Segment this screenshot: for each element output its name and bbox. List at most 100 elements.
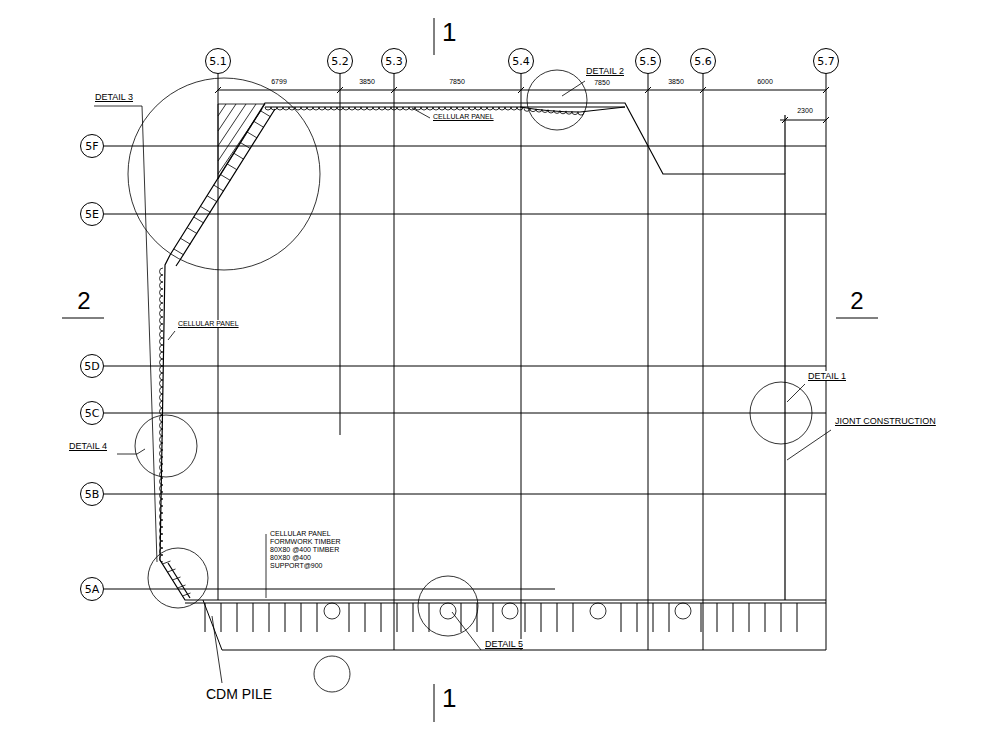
section-mark-label: 1 (441, 18, 457, 48)
section-mark (434, 18, 435, 55)
cellular-panel-symbol (160, 268, 164, 562)
panel-tick (207, 196, 217, 202)
cdm-pile (781, 603, 782, 632)
detail-circle (750, 382, 812, 444)
grid-bubble: 5E (80, 202, 104, 226)
grid-label: 5B (85, 489, 100, 500)
wall-line (170, 103, 785, 600)
cdm-pile (413, 603, 414, 632)
grid-line (104, 589, 555, 590)
grid-line (826, 73, 827, 650)
cdm-pile (541, 603, 542, 632)
wall-line (185, 602, 826, 603)
cdm-pile (221, 603, 222, 632)
dimension-ticks (215, 87, 829, 93)
cdm-pile (675, 603, 691, 619)
grid-label: 5D (84, 361, 99, 372)
grid-line (104, 214, 826, 215)
cdm-pile (749, 603, 750, 632)
boundary-line (222, 650, 826, 651)
leader-line (787, 384, 805, 402)
panel-tick (178, 585, 186, 588)
grid-label: 5A (85, 584, 100, 595)
grid-line (394, 73, 395, 650)
grid-line (104, 366, 826, 367)
grid-bubble: 5B (80, 482, 104, 506)
panel-tick (194, 217, 204, 223)
panel-tick (240, 143, 250, 149)
cdm-pile (237, 603, 238, 632)
grid-bubble: 5.4 (508, 48, 534, 74)
cdm-pile (573, 603, 574, 632)
section-mark-label: 2 (849, 287, 864, 315)
wall-line (784, 115, 785, 174)
grid-bubble: 5.1 (205, 48, 231, 74)
dimension-text: 7850 (448, 78, 466, 86)
grid-line (104, 494, 826, 495)
annotation: DETAIL 3 (94, 92, 134, 102)
grid-label: 5C (85, 408, 100, 419)
grid-bubble: 5C (80, 401, 104, 425)
grid-label: 5.2 (331, 56, 349, 67)
grid-bubble: 5A (80, 577, 104, 601)
generated-symbols (160, 107, 798, 632)
grid-bubble: 5.2 (327, 48, 353, 74)
panel-tick (180, 238, 190, 244)
panel-tick (247, 132, 257, 138)
dimension-ticks (782, 117, 829, 123)
grid-bubble: 5.3 (381, 48, 407, 74)
grid-bubble: 5.7 (813, 48, 839, 74)
section-marks (62, 18, 878, 722)
grid-line (703, 73, 704, 650)
panel-tick (214, 185, 224, 191)
section-mark (434, 684, 435, 722)
dimension-text: 3850 (358, 78, 376, 86)
panel-tick (254, 121, 264, 127)
annotation: DETAIL 4 (68, 441, 108, 451)
cdm-pile (461, 603, 462, 632)
panel-tick (227, 164, 237, 170)
cdm-pile (477, 603, 478, 632)
grid-label: 5.4 (512, 56, 530, 67)
dimension-line (780, 120, 826, 121)
cdm-pile (525, 603, 526, 632)
cdm-pile (365, 603, 366, 632)
annotation: CDM PILE (205, 686, 273, 702)
cdm-pile (301, 603, 302, 632)
pile-symbol (314, 656, 350, 692)
cdm-pile (205, 603, 206, 632)
cdm-pile (381, 603, 382, 632)
cdm-pile (493, 603, 494, 632)
leader-line (266, 534, 267, 598)
leader-line (412, 108, 430, 118)
grid-label: 5.6 (694, 56, 712, 67)
hatched-area (218, 104, 265, 179)
boundary-line (203, 600, 222, 650)
annotation: JIONT CONSTRUCTION (834, 416, 937, 426)
dimension-text: 3850 (667, 78, 685, 86)
panel-tick (260, 111, 270, 117)
section-mark (836, 318, 878, 319)
detail-circle (418, 576, 478, 636)
grid-line (648, 73, 649, 650)
grid-line (104, 146, 826, 147)
grid-label: 5.3 (385, 56, 403, 67)
section-mark (62, 318, 104, 319)
grid-label: 5E (85, 209, 99, 220)
cdm-pile (269, 603, 270, 632)
cdm-pile (429, 603, 430, 632)
cdm-pile (440, 603, 456, 619)
annotation: DETAIL 2 (585, 66, 625, 76)
cdm-pile (637, 603, 638, 632)
annotation: CELLULAR PANEL FORMWORK TIMBER 80X80 @40… (269, 530, 355, 570)
cdm-pile (317, 603, 318, 632)
panel-band (168, 563, 190, 598)
section-mark-label: 1 (441, 684, 457, 714)
grid-line (104, 413, 826, 414)
annotation: CELLULAR PANEL (432, 113, 495, 121)
cdm-pile (797, 603, 798, 632)
panel-band (176, 109, 275, 266)
cdm-pile (701, 603, 702, 632)
annotation: DETAIL 1 (807, 371, 847, 381)
